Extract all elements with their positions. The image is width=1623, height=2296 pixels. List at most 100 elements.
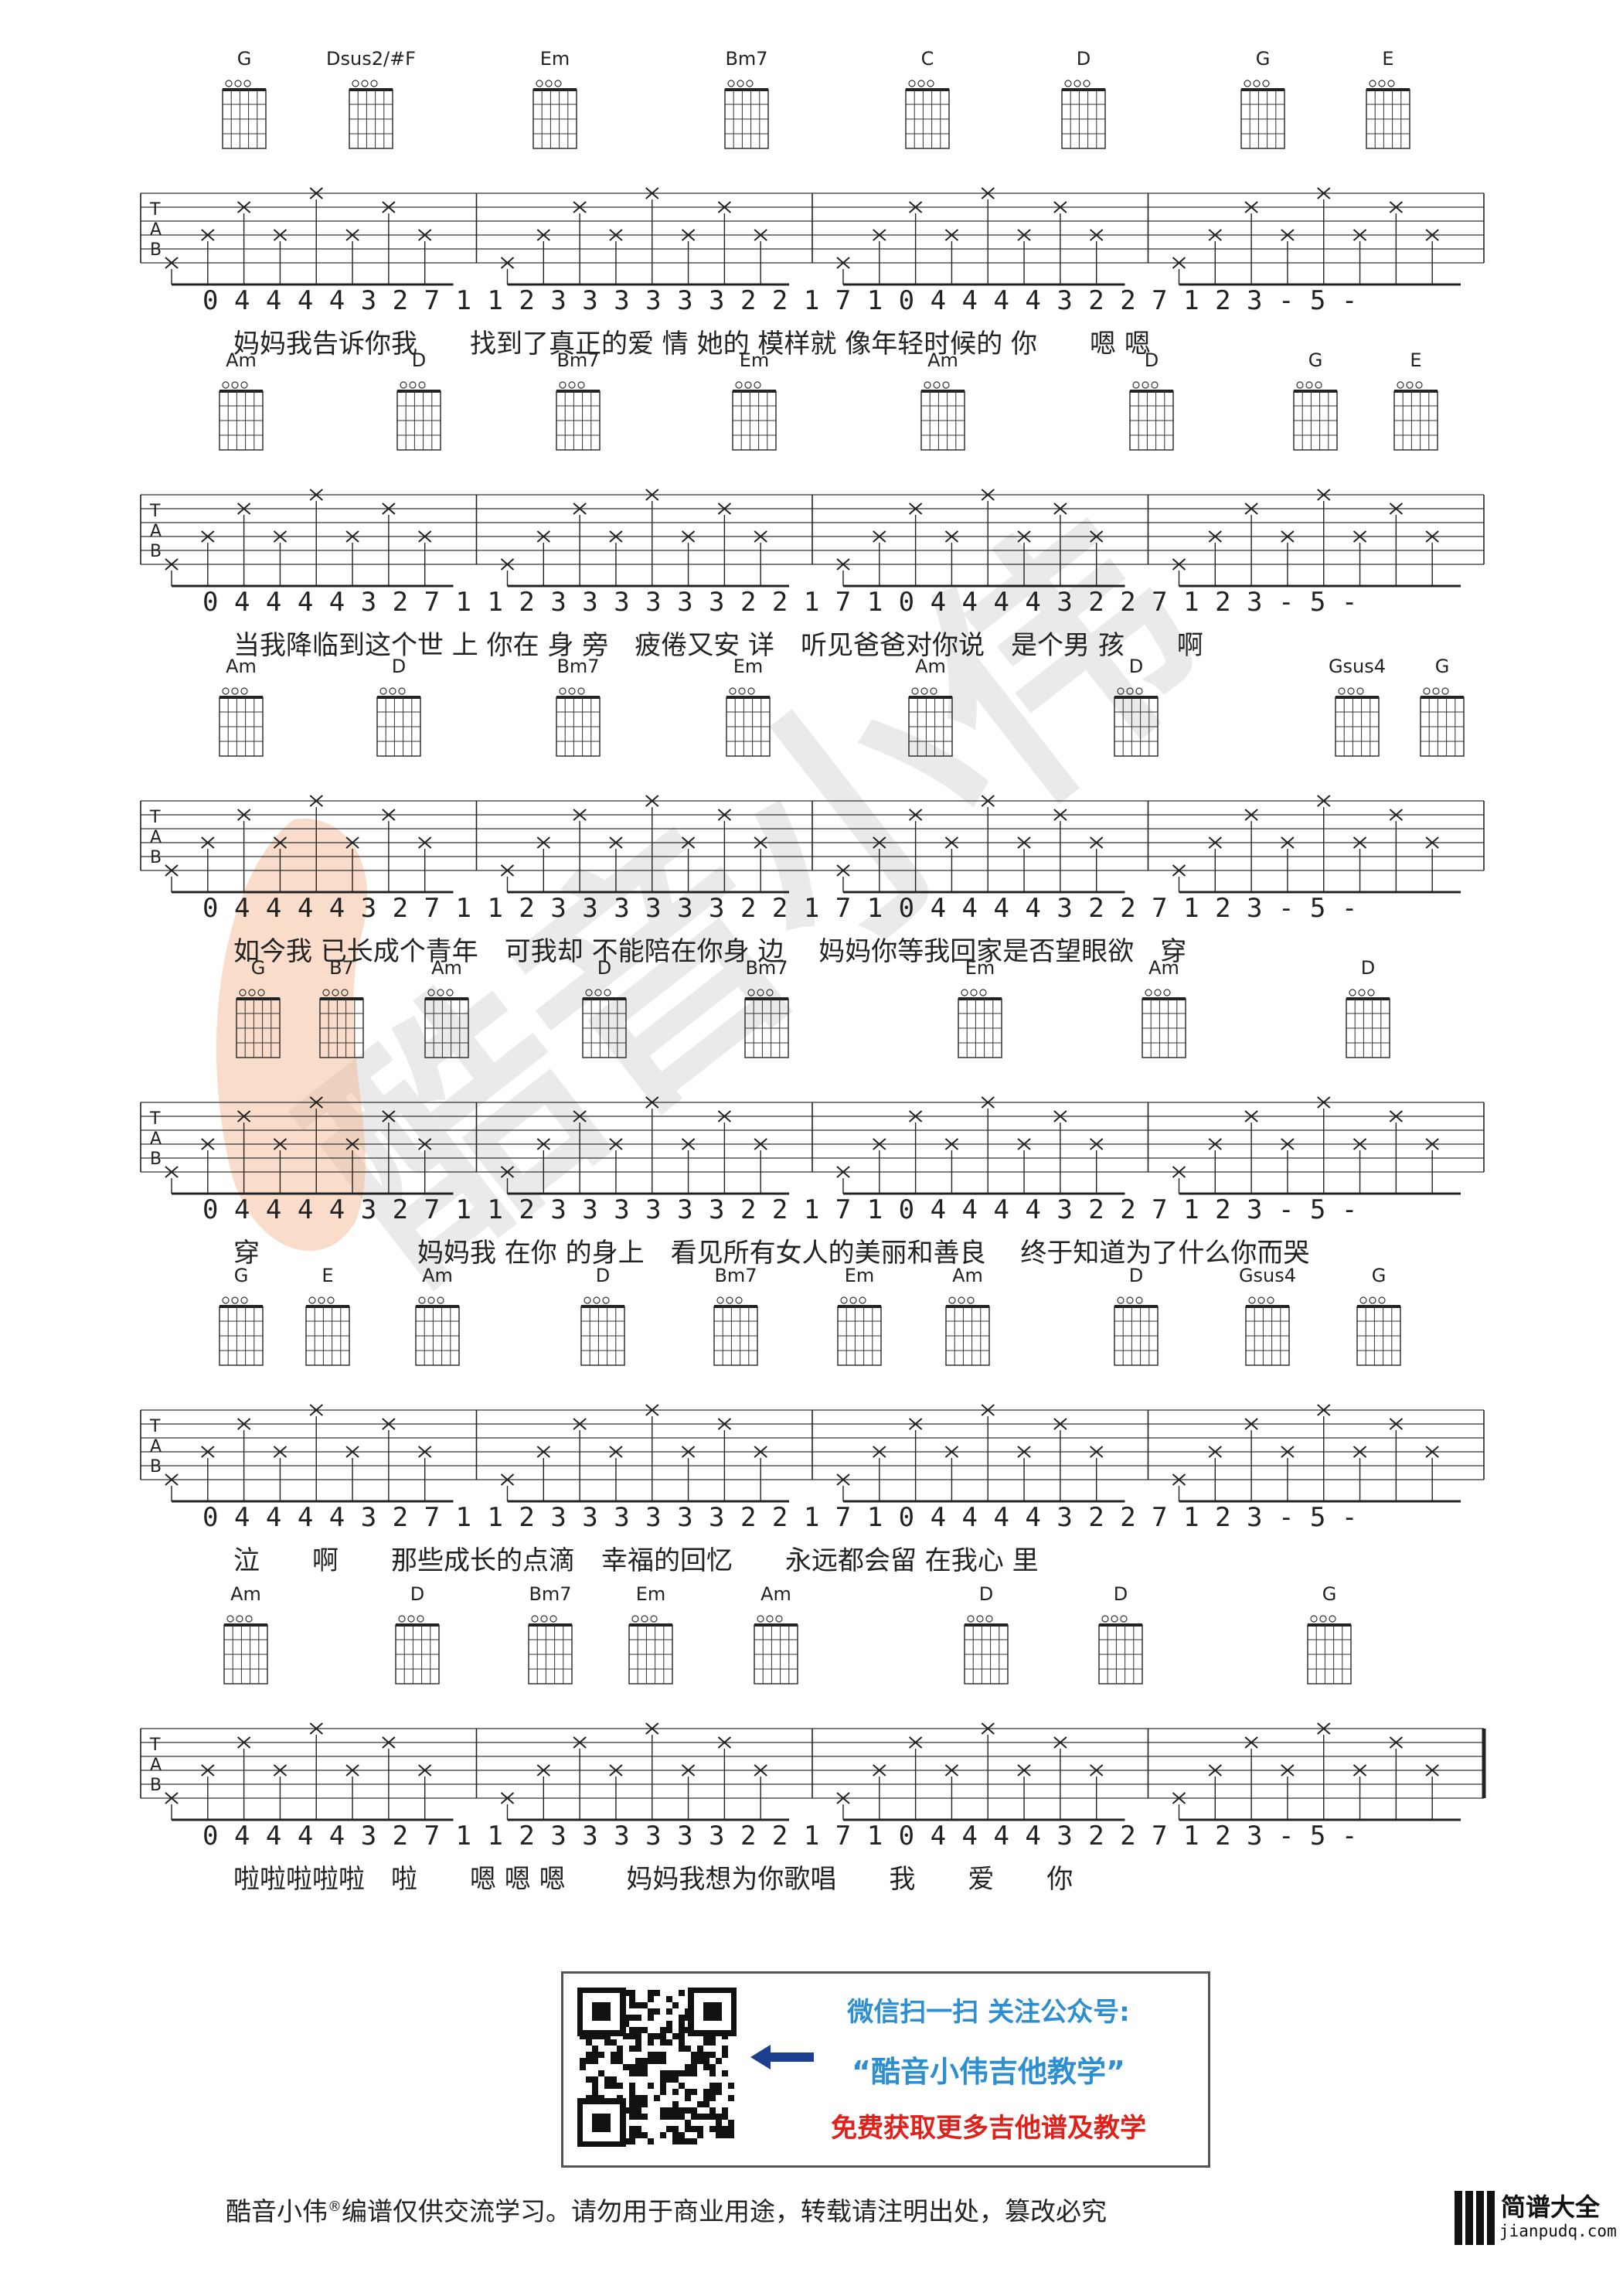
open-string-marker xyxy=(1244,80,1251,87)
qr-module xyxy=(691,2052,697,2058)
qr-module xyxy=(672,2101,679,2107)
qr-module xyxy=(635,2046,641,2052)
tab-note-x xyxy=(836,257,850,269)
open-string-marker xyxy=(1423,687,1431,695)
open-string-marker xyxy=(243,80,251,87)
open-string-marker xyxy=(239,989,247,996)
qr-module xyxy=(611,2052,617,2058)
open-string-marker xyxy=(437,989,444,996)
qr-module xyxy=(611,2076,617,2083)
tab-note-x xyxy=(645,795,659,807)
chord-diagram: Am xyxy=(945,1265,990,1366)
tab-note-x xyxy=(1352,836,1367,849)
tab-note-x xyxy=(944,229,959,241)
tab-note-x xyxy=(165,257,179,269)
qr-module xyxy=(635,2095,641,2101)
qr-module xyxy=(660,2039,666,2046)
qr-module xyxy=(598,2052,604,2058)
qr-module xyxy=(679,2138,685,2144)
qr-module xyxy=(617,2052,623,2058)
chord-diagram: G xyxy=(1356,1265,1401,1366)
tab-note-x xyxy=(1053,1736,1067,1749)
qr-module xyxy=(660,2107,666,2114)
chord-diagram: G xyxy=(222,48,267,149)
tab-note-x xyxy=(418,1446,432,1458)
tab-note-x xyxy=(1281,229,1295,241)
open-string-marker xyxy=(908,80,916,87)
qr-module xyxy=(666,2076,672,2083)
qr-module xyxy=(611,2058,617,2064)
qr-module xyxy=(685,2070,691,2076)
open-string-marker xyxy=(225,80,233,87)
tab-note-x xyxy=(717,1736,732,1749)
tab-note-x xyxy=(201,229,215,241)
qr-module xyxy=(660,2089,666,2095)
qr-module xyxy=(648,2083,654,2089)
tab-note-x xyxy=(573,502,587,515)
tab-note-x xyxy=(1389,201,1404,213)
open-string-marker xyxy=(727,80,735,87)
qr-module xyxy=(635,2126,641,2132)
qr-module xyxy=(679,1990,685,1996)
open-string-marker xyxy=(1117,687,1125,695)
chord-diagram: D xyxy=(1098,1583,1143,1685)
open-string-marker xyxy=(398,1615,406,1623)
qr-module xyxy=(691,2058,697,2064)
tab-clef-letter: T xyxy=(149,808,161,827)
qr-module xyxy=(629,2015,635,2021)
tab-clef-letter: B xyxy=(150,240,162,260)
open-string-marker xyxy=(1257,1296,1265,1304)
chord-name: Am xyxy=(760,1583,791,1605)
qr-module xyxy=(691,2089,697,2095)
open-string-marker xyxy=(400,381,407,389)
qr-module xyxy=(666,2114,672,2120)
tab-note-x xyxy=(201,1446,215,1458)
open-string-marker xyxy=(1329,1615,1336,1623)
tab-note-x xyxy=(609,836,623,849)
tab-note-x xyxy=(1389,1418,1404,1430)
lyrics-line: 啦啦啦啦啦 啦 嗯 嗯 嗯 妈妈我想为你歌唱 我 爱 你 xyxy=(233,1864,1073,1895)
footer-text: 编谱仅供交流学习。请勿用于商业用途，转载请注明出处，篡改必究 xyxy=(342,2196,1107,2226)
tab-note-x xyxy=(573,1418,587,1430)
tab-note-x xyxy=(944,530,959,543)
tab-note-x xyxy=(273,1446,288,1458)
tab-note-x xyxy=(573,1110,587,1122)
qr-module xyxy=(666,2107,672,2114)
qr-module xyxy=(722,2132,728,2138)
qr-module xyxy=(728,2083,734,2089)
chord-name: B7 xyxy=(329,957,354,979)
open-string-marker xyxy=(641,1615,648,1623)
chord-diagram: Am xyxy=(908,656,953,757)
chord-name: D xyxy=(1361,957,1375,979)
open-string-marker xyxy=(1359,1296,1367,1304)
jianpu-notation: 0 4 4 4 4 3 2 7 1 1 2 3 3 3 3 3 3 2 2 1 … xyxy=(202,285,1357,316)
qr-module xyxy=(629,2132,635,2138)
qr-module xyxy=(672,2114,679,2120)
qr-module xyxy=(691,2064,697,2070)
qr-module xyxy=(685,2120,691,2126)
logo-name: 简谱大全 xyxy=(1501,2192,1601,2222)
qr-module xyxy=(592,2046,598,2052)
qr-module xyxy=(722,2126,728,2132)
jianpu-notation: 0 4 4 4 4 3 2 7 1 1 2 3 3 3 3 3 3 2 2 1 … xyxy=(202,1502,1357,1533)
tab-note-x xyxy=(645,1722,659,1735)
tab-note-x xyxy=(1244,502,1258,515)
open-string-marker xyxy=(370,80,378,87)
open-string-marker xyxy=(593,1296,601,1304)
open-string-marker xyxy=(716,1296,724,1304)
open-string-marker xyxy=(604,989,611,996)
copyright-footer: 酷音小伟®编谱仅供交流学习。请勿用于商业用途，转载请注明出处，篡改必究 xyxy=(226,2191,1107,2228)
open-string-marker xyxy=(446,989,454,996)
tab-note-x xyxy=(1053,1110,1067,1122)
qr-module xyxy=(641,2027,648,2033)
qr-module xyxy=(728,2126,734,2132)
chord-diagram: D xyxy=(580,1265,625,1366)
qr-module xyxy=(592,2058,598,2064)
tab-note-x xyxy=(165,864,179,877)
open-string-marker xyxy=(1356,687,1364,695)
tab-note-x xyxy=(273,836,288,849)
open-string-marker xyxy=(849,1296,857,1304)
qr-module xyxy=(716,2132,722,2138)
tab-note-x xyxy=(1172,1792,1186,1804)
